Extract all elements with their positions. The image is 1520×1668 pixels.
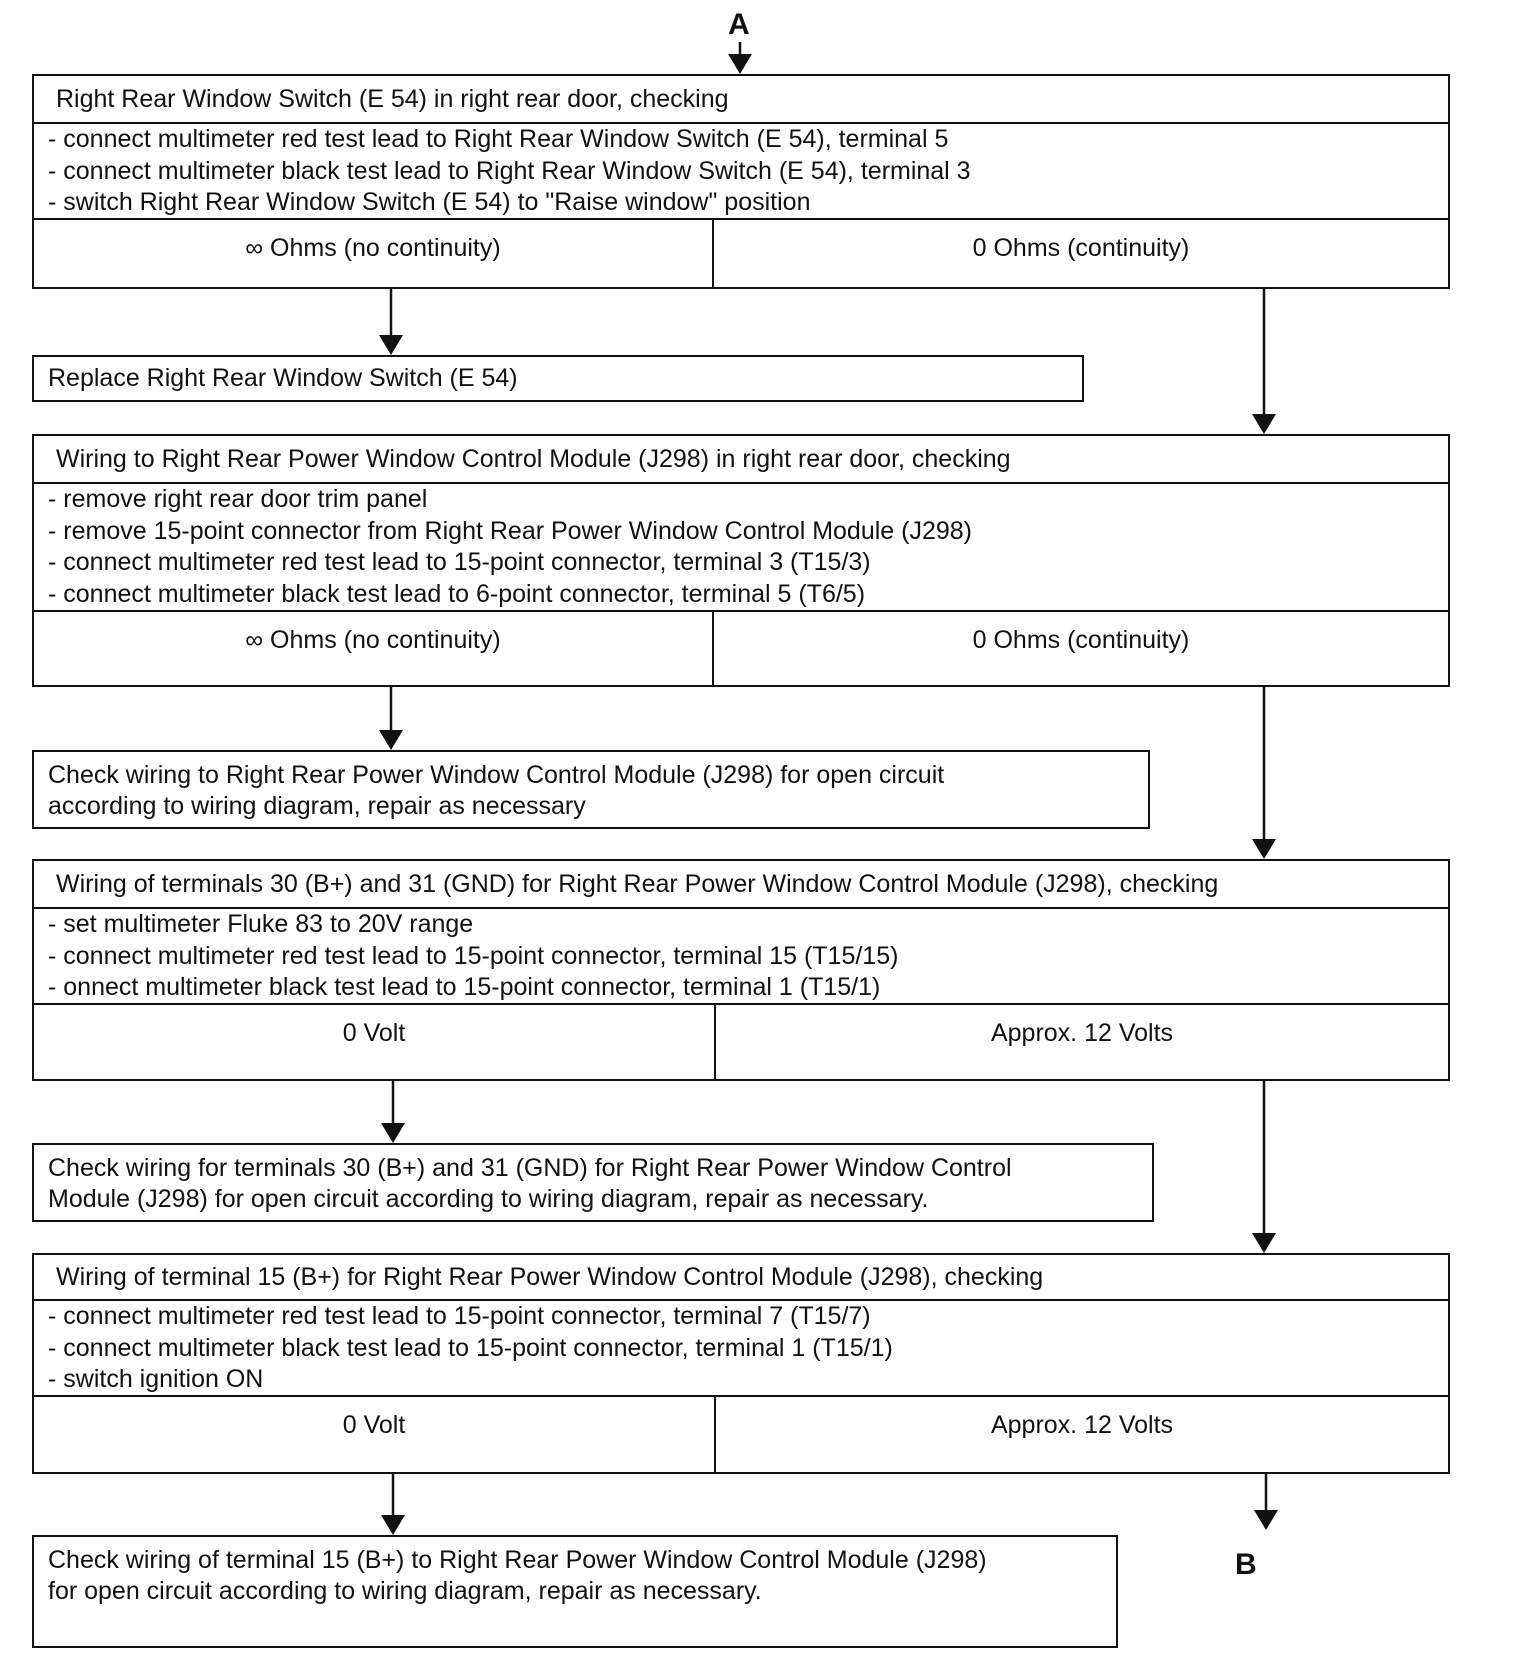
result-left: ∞ Ohms (no continuity): [34, 612, 714, 685]
arrow-pass-3-head: [1252, 1233, 1276, 1253]
action-line: Check wiring of terminal 15 (B+) to Righ…: [48, 1546, 987, 1574]
test-header: Wiring of terminals 30 (B+) and 31 (GND)…: [34, 861, 1448, 909]
test-step: - connect multimeter red test lead to 15…: [48, 1302, 871, 1330]
result-right: 0 Ohms (continuity): [972, 626, 1190, 654]
test-step: - switch Right Rear Window Switch (E 54)…: [48, 188, 811, 216]
arrow-pass-3: [1252, 1081, 1276, 1253]
result-right: 0 Ohms (continuity): [972, 234, 1190, 262]
test-step: - connect multimeter red test lead to 15…: [48, 941, 899, 970]
test-step: - onnect multimeter black test lead to 1…: [48, 973, 881, 1001]
arrow-fail-1-head: [379, 335, 403, 355]
connector-label-a: A: [728, 8, 750, 41]
result-left: 0 Volt: [34, 1397, 716, 1472]
arrow-fail-1: [379, 289, 403, 355]
test-box-1: Right Rear Window Switch (E 54) in right…: [32, 74, 1450, 289]
test-steps: - remove right rear door trim panel - rem…: [34, 484, 1448, 612]
action-line: Module (J298) for open circuit according…: [48, 1185, 929, 1213]
test-steps: - set multimeter Fluke 83 to 20V range - …: [34, 909, 1448, 1005]
test-step: - set multimeter Fluke 83 to 20V range: [48, 910, 474, 938]
arrow-pass-2-head: [1252, 839, 1276, 859]
test-step: - remove right rear door trim panel: [48, 485, 428, 513]
test-steps: - connect multimeter red test lead to 15…: [34, 1301, 1448, 1397]
test-step: - connect multimeter red test lead to 15…: [48, 548, 871, 576]
action-box-1: Replace Right Rear Window Switch (E 54): [32, 355, 1084, 402]
test-box-2: Wiring to Right Rear Power Window Contro…: [32, 434, 1450, 687]
arrow-fail-3: [381, 1081, 405, 1143]
connector-label-b: B: [1235, 1548, 1257, 1581]
arrow-fail-2-head: [379, 730, 403, 750]
test-box-4: Wiring of terminal 15 (B+) for Right Rea…: [32, 1253, 1450, 1474]
test-step: - connect multimeter black test lead to …: [48, 1333, 893, 1362]
test-step: - switch ignition ON: [48, 1365, 264, 1393]
action-line: for open circuit according to wiring dia…: [48, 1577, 762, 1605]
arrow-entry: [728, 42, 752, 74]
action-line: Replace Right Rear Window Switch (E 54): [48, 364, 518, 392]
arrow-fail-4: [381, 1474, 405, 1535]
action-line: Check wiring to Right Rear Power Window …: [48, 761, 945, 789]
arrow-pass-4-head: [1254, 1510, 1278, 1530]
test-step: - remove 15-point connector from Right R…: [48, 516, 972, 545]
test-box-3: Wiring of terminals 30 (B+) and 31 (GND)…: [32, 859, 1450, 1081]
arrow-pass-1-head: [1252, 414, 1276, 434]
test-step: - connect multimeter black test lead to …: [48, 579, 866, 608]
result-right: Approx. 12 Volts: [990, 1411, 1174, 1439]
arrow-fail-3-head: [381, 1123, 405, 1143]
test-step: - connect multimeter red test lead to Ri…: [48, 125, 949, 153]
arrow-pass-2: [1252, 687, 1276, 859]
arrow-pass-4: [1254, 1474, 1278, 1530]
test-header: Wiring of terminal 15 (B+) for Right Rea…: [34, 1255, 1448, 1301]
action-line: Check wiring for terminals 30 (B+) and 3…: [48, 1154, 1012, 1182]
test-steps: - connect multimeter red test lead to Ri…: [34, 124, 1448, 220]
result-left: ∞ Ohms (no continuity): [34, 220, 714, 287]
action-box-3: Check wiring for terminals 30 (B+) and 3…: [32, 1143, 1154, 1222]
result-left: 0 Volt: [34, 1005, 716, 1079]
arrow-entry-head: [728, 54, 752, 74]
arrow-fail-4-head: [381, 1515, 405, 1535]
action-box-4: Check wiring of terminal 15 (B+) to Righ…: [32, 1535, 1118, 1648]
test-step: - connect multimeter black test lead to …: [48, 156, 971, 185]
arrow-fail-2: [379, 687, 403, 750]
test-header: Wiring to Right Rear Power Window Contro…: [34, 436, 1448, 484]
action-box-2: Check wiring to Right Rear Power Window …: [32, 750, 1150, 829]
result-right: Approx. 12 Volts: [990, 1019, 1174, 1047]
arrow-pass-1: [1252, 289, 1276, 434]
action-line: according to wiring diagram, repair as n…: [48, 792, 586, 820]
test-header: Right Rear Window Switch (E 54) in right…: [34, 76, 1448, 124]
